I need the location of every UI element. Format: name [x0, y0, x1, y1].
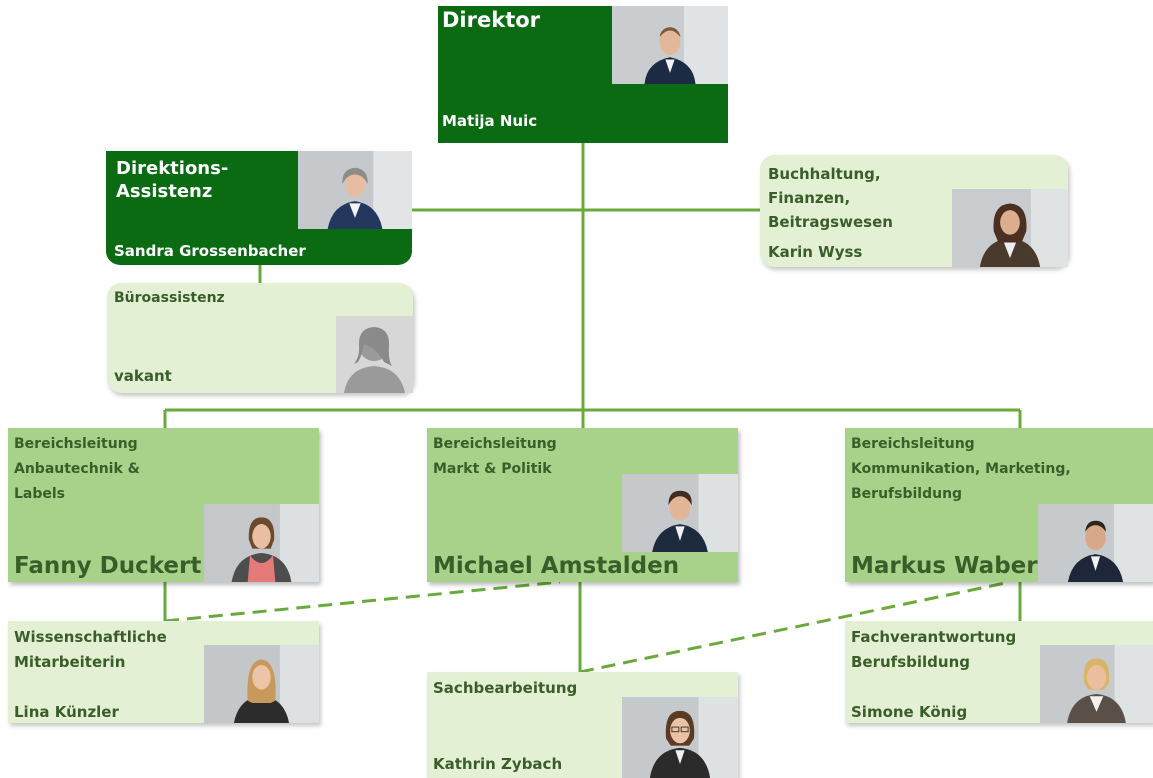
clerk-photo: [622, 697, 738, 778]
accounting-photo: [952, 189, 1068, 267]
dept-tech-title: Bereichsleitung Anbautechnik & Labels: [14, 436, 140, 502]
dept-market-photo: [622, 474, 738, 552]
assistant-name: Sandra Grossenbacher: [114, 242, 306, 260]
office-title: Büroassistenz: [114, 290, 225, 306]
dept-comm-title: Bereichsleitung Kommunikation, Marketing…: [851, 436, 1071, 502]
accounting-name: Karin Wyss: [768, 243, 863, 261]
training-name: Simone König: [851, 703, 968, 721]
assistant-photo: [298, 151, 412, 229]
dept-market-box: Bereichsleitung Markt & Politik Michael …: [427, 428, 738, 582]
assistant-title: Direktions- Assistenz: [116, 158, 229, 202]
scientist-name: Lina Künzler: [14, 703, 119, 721]
assistant-box: Direktions- Assistenz Sandra Grossenbach…: [106, 151, 412, 265]
dept-comm-box: Bereichsleitung Kommunikation, Marketing…: [845, 428, 1153, 582]
vacant-avatar: [336, 316, 413, 393]
dept-tech-box: Bereichsleitung Anbautechnik & Labels Fa…: [8, 428, 319, 582]
accounting-title: Buchhaltung, Finanzen, Beitragswesen: [768, 165, 893, 231]
dept-tech-photo: [204, 504, 319, 582]
dept-comm-photo: [1038, 504, 1153, 582]
training-box: Fachverantwortung Berufsbildung Simone K…: [845, 621, 1153, 723]
director-box: Direktor Matija Nuic: [438, 6, 728, 143]
dashed-clerk-comm: [579, 580, 1011, 674]
clerk-title: Sachbearbeitung: [433, 679, 578, 697]
dept-comm-name: Markus Waber: [851, 553, 1038, 579]
office-box: Büroassistenz vakant: [107, 283, 413, 393]
scientist-photo: [204, 645, 319, 723]
scientist-title: Wissenschaftliche Mitarbeiterin: [14, 628, 167, 671]
scientist-box: Wissenschaftliche Mitarbeiterin Lina Kün…: [8, 621, 319, 723]
dept-market-title: Bereichsleitung Markt & Politik: [433, 436, 557, 477]
training-title: Fachverantwortung Berufsbildung: [851, 628, 1017, 671]
director-photo: [612, 6, 728, 84]
director-name: Matija Nuic: [442, 112, 538, 130]
clerk-name: Kathrin Zybach: [433, 755, 563, 773]
dept-tech-name: Fanny Duckert: [14, 553, 202, 579]
director-title: Direktor: [442, 8, 541, 32]
dept-market-name: Michael Amstalden: [433, 553, 680, 579]
accounting-box: Buchhaltung, Finanzen, Beitragswesen Kar…: [760, 155, 1068, 267]
training-photo: [1040, 645, 1153, 723]
clerk-box: Sachbearbeitung Kathrin Zybach: [427, 672, 738, 778]
office-name: vakant: [114, 367, 172, 385]
dashed-scientist-market: [164, 580, 561, 623]
